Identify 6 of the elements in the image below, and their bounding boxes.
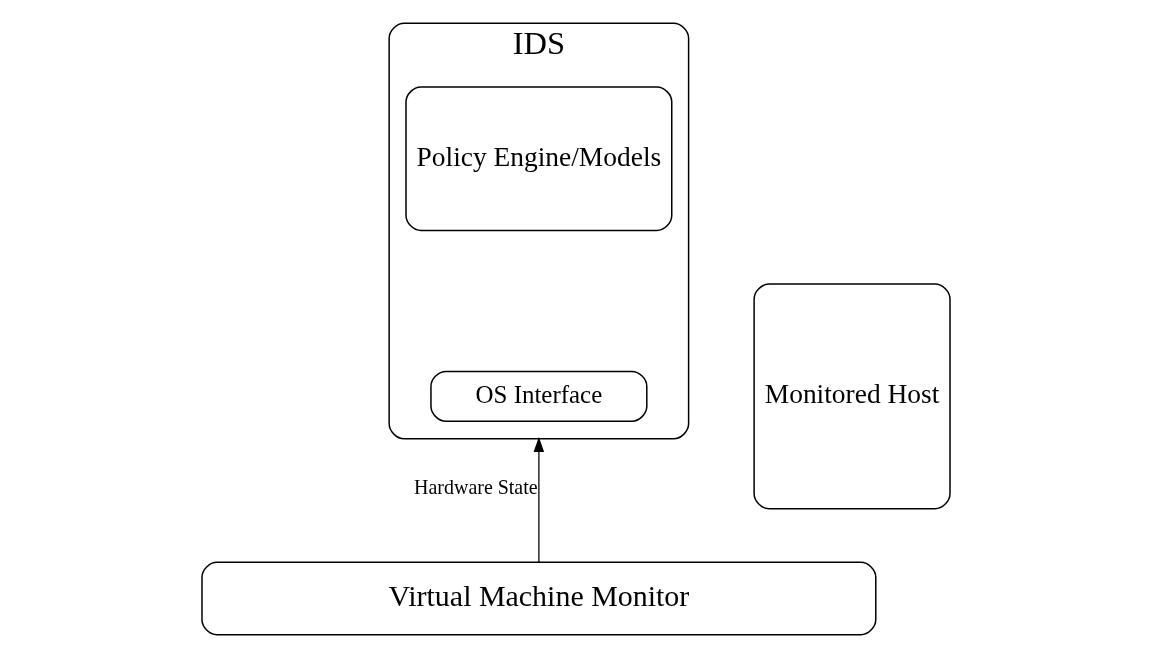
node-box: OS Interface — [430, 370, 648, 423]
arrow — [533, 436, 545, 563]
node-box: Policy Engine/Models — [405, 86, 673, 232]
node-box: Monitored Host — [753, 283, 951, 510]
edge-label: Hardware State — [414, 475, 538, 498]
node-box: Virtual Machine Monitor — [201, 561, 877, 636]
